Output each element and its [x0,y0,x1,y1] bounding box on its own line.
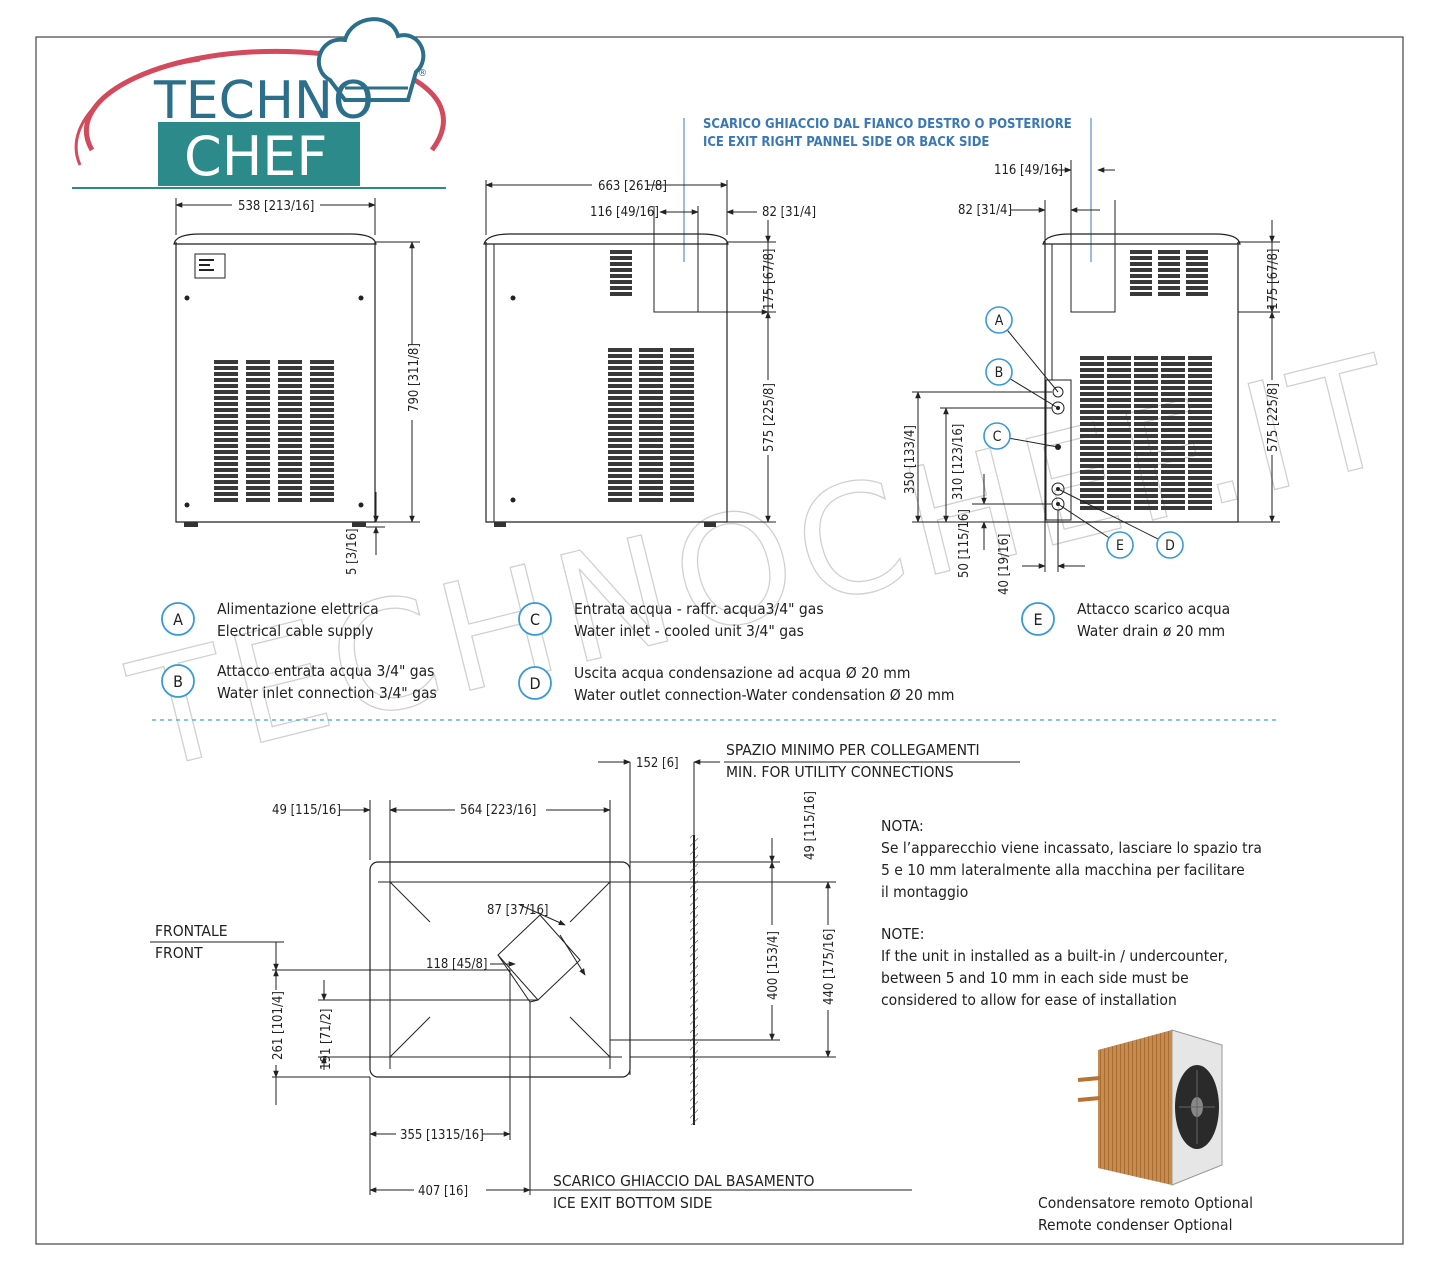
note-line: considered to allow for ease of installa… [881,991,1177,1009]
legend-label-en: Water drain ø 20 mm [1077,622,1225,640]
svg-text:538 [213/16]: 538 [213/16] [238,199,314,214]
legend-label-it: Uscita acqua condensazione ad acqua Ø 20… [574,664,910,682]
front-vent-grille [214,360,334,502]
legend-badge [161,602,195,636]
remote-condenser-photo: Condensatore remoto Optional Remote cond… [1038,1029,1253,1234]
svg-text:663 [261/8]: 663 [261/8] [598,179,667,194]
sheet-border [35,36,1404,1245]
legend-letter: C [530,610,540,629]
note-line: il montaggio [881,883,968,901]
svg-text:E: E [1116,538,1124,554]
svg-text:FRONTALE: FRONTALE [155,922,228,940]
svg-text:C: C [993,429,1002,445]
side-exit-title-it: SCARICO GHIACCIO DAL FIANCO DESTRO O POS… [703,117,1072,132]
svg-text:116 [49/16]: 116 [49/16] [994,163,1063,178]
legend-letter: B [173,672,183,691]
svg-text:SCARICO GHIACCIO DAL BASAMENTO: SCARICO GHIACCIO DAL BASAMENTO [553,1172,814,1190]
legend-label-en: Water outlet connection-Water condensati… [574,686,955,704]
svg-text:®: ® [418,68,427,79]
svg-text:SPAZIO MINIMO PER COLLEGAMENTI: SPAZIO MINIMO PER COLLEGAMENTI [726,741,980,759]
svg-text:152 [6]: 152 [6] [636,756,679,771]
svg-text:310 [123/16]: 310 [123/16] [951,424,966,500]
svg-text:400 [153/4]: 400 [153/4] [766,931,781,1000]
svg-text:191 [71/2]: 191 [71/2] [319,1009,334,1070]
installation-note: NOTA: Se l’apparecchio viene incassato, l… [881,817,1262,1009]
svg-text:350 [133/4]: 350 [133/4] [903,425,918,494]
svg-text:175 [67/8]: 175 [67/8] [762,249,777,310]
svg-text:D: D [1165,538,1175,554]
svg-text:116 [49/16]: 116 [49/16] [590,205,659,220]
svg-text:40 [19/16]: 40 [19/16] [997,534,1012,595]
svg-text:FRONT: FRONT [155,944,203,962]
svg-text:49 [115/16]: 49 [115/16] [803,791,818,860]
callout-c: C [983,422,1059,450]
legend-label-it: Entrata acqua - raffr. acqua3/4" gas [574,600,824,618]
note-line: If the unit in installed as a built-in /… [881,947,1228,965]
svg-text:Condensatore remoto Optional: Condensatore remoto Optional [1038,1194,1253,1212]
front-view: 538 [213/16] 790 [311/8] 5 [3/16] [173,198,422,575]
svg-text:564 [223/16]: 564 [223/16] [460,803,536,818]
svg-text:355 [1315/16]: 355 [1315/16] [400,1128,484,1143]
side-exit-title-en: ICE EXIT RIGHT PANNEL SIDE OR BACK SIDE [703,135,989,150]
legend-badge [161,664,195,698]
callout-b: B [985,358,1059,409]
legend-badge [1021,602,1055,636]
svg-text:MIN. FOR UTILITY CONNECTIONS: MIN. FOR UTILITY CONNECTIONS [726,763,954,781]
svg-text:A: A [995,313,1004,329]
callout-a: A [985,306,1059,393]
logo-text-chef: CHEF [184,125,328,188]
svg-text:50 [115/16]: 50 [115/16] [957,509,972,578]
legend-label-en: Electrical cable supply [217,622,373,640]
callout-d: D [1057,488,1184,559]
legend-label-en: Water inlet - cooled unit 3/4" gas [574,622,804,640]
svg-text:49 [115/16]: 49 [115/16] [272,803,341,818]
svg-text:575 [225/8]: 575 [225/8] [1266,383,1281,452]
techno-chef-logo: TECHNO ® CHEF [72,17,446,189]
legend-item-c: C Entrata acqua - raffr. acqua3/4" gasWat… [518,600,824,640]
legend-letter: D [529,674,540,693]
note-line: NOTE: [881,925,924,943]
svg-text:118 [45/8]: 118 [45/8] [426,957,487,972]
legend-label-it: Alimentazione elettrica [217,600,379,618]
svg-text:175 [67/8]: 175 [67/8] [1266,249,1281,310]
legend-label-en: Water inlet connection 3/4" gas [217,684,437,702]
svg-text:407 [16]: 407 [16] [418,1184,468,1199]
legend-letter: E [1033,610,1042,629]
svg-text:82 [31/4]: 82 [31/4] [762,205,816,220]
note-line: Se l’apparecchio viene incassato, lascia… [881,839,1262,857]
chef-hat-icon [316,17,426,102]
logo-text-techno: TECHNO [153,71,374,131]
svg-text:B: B [995,365,1004,381]
plan-view: SPAZIO MINIMO PER COLLEGAMENTI MIN. FOR … [150,741,1020,1212]
legend-item-d: D Uscita acqua condensazione ad acqua Ø 2… [518,664,955,704]
legend-label-it: Attacco scarico acqua [1077,600,1230,618]
svg-text:261 [101/4]: 261 [101/4] [271,991,286,1060]
legend-letter: A [173,610,183,629]
legend-badge [518,602,552,636]
legend-label-it: Attacco entrata acqua 3/4" gas [217,662,434,680]
svg-text:ICE EXIT BOTTOM SIDE: ICE EXIT BOTTOM SIDE [553,1194,712,1212]
svg-text:87 [37/16]: 87 [37/16] [487,903,548,918]
note-line: 5 e 10 mm lateralmente alla macchina per… [881,861,1245,879]
svg-text:Remote condenser Optional: Remote condenser Optional [1038,1216,1232,1234]
svg-text:575 [225/8]: 575 [225/8] [762,383,777,452]
svg-text:82 [31/4]: 82 [31/4] [958,203,1012,218]
svg-text:5 [3/16]: 5 [3/16] [345,528,360,575]
note-line: NOTA: [881,817,924,835]
legend-badge [518,666,552,700]
svg-text:790 [311/8]: 790 [311/8] [407,343,422,412]
svg-text:440 [175/16]: 440 [175/16] [822,929,837,1005]
side-view: SCARICO GHIACCIO DAL FIANCO DESTRO O POS… [483,117,1072,527]
callout-e: E [1057,503,1134,559]
rear-view: A B C D E 116 [49/16] 82 [31/4] 175 [67/8] 5… [903,118,1281,595]
note-line: between 5 and 10 mm in each side must be [881,969,1189,987]
